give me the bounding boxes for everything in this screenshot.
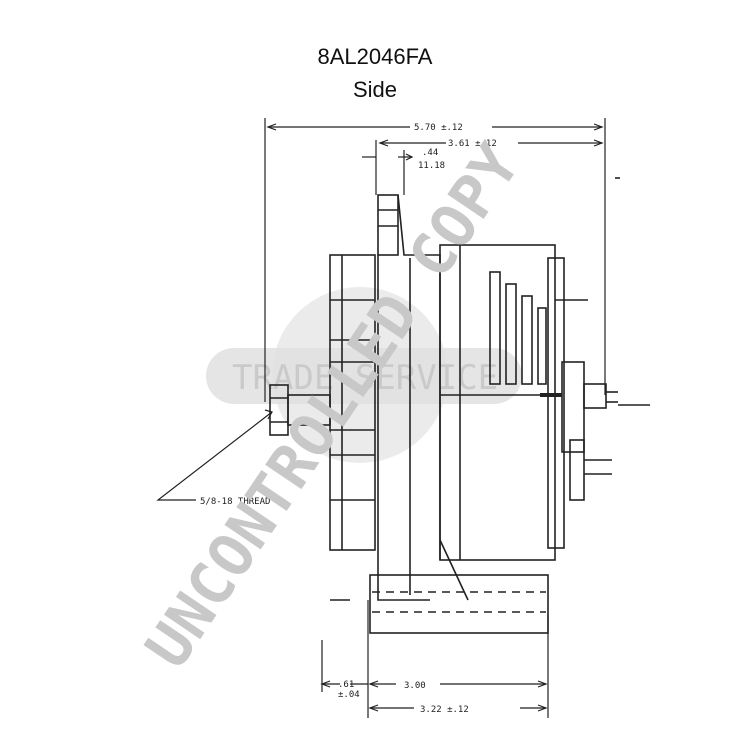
thread-callout: 5/8-18 THREAD	[200, 497, 270, 507]
mounting-foot	[369, 574, 549, 634]
terminal-block	[561, 361, 585, 453]
cooling-fins	[489, 271, 501, 385]
part-number-title: 8AL2046FA	[317, 44, 433, 69]
dimension-labels: 5.70 ±.12 3.61 ±.12 .44 11.18 .61 ±.04 3…	[200, 119, 518, 715]
dim-bottom-left-bottom: ±.04	[338, 690, 360, 700]
uncontrolled-copy-watermark: UNCONTROLLED COPY	[132, 132, 533, 680]
dim-bottom-left-top: .61	[338, 680, 354, 690]
dim-bottom-mid: 3.00	[404, 681, 426, 691]
trade-service-watermark: TRADE SERVICE	[206, 287, 522, 463]
dim-bottom-overall: 3.22 ±.12	[420, 705, 469, 715]
dim-overall-width: 5.70 ±.12	[414, 123, 463, 133]
trade-service-text: TRADE SERVICE	[232, 358, 498, 398]
dim-offset-top: .44	[422, 148, 438, 158]
mounting-ear	[377, 194, 399, 256]
dim-rear-width: 3.61 ±.12	[448, 139, 497, 149]
alternator-body	[269, 177, 650, 634]
dim-offset-bottom: 11.18	[418, 161, 445, 171]
rear-housing	[439, 244, 556, 561]
view-subtitle: Side	[352, 77, 398, 102]
